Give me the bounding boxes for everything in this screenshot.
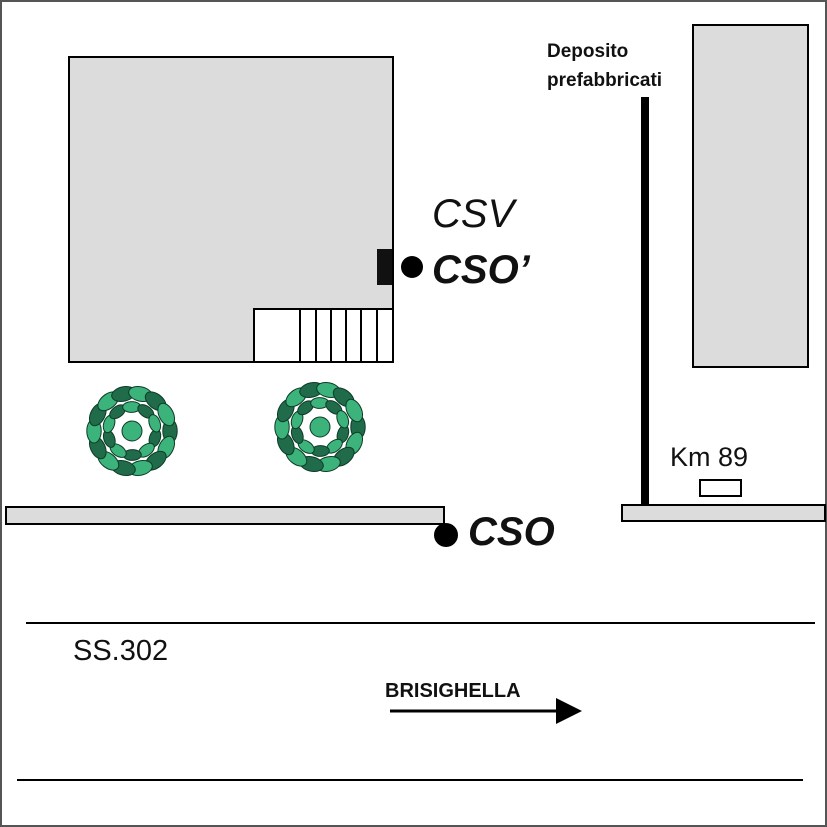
stairs bbox=[253, 308, 394, 363]
cso-prime-marker-icon bbox=[401, 256, 423, 278]
csv-label: CSV bbox=[432, 192, 518, 236]
tree-icon bbox=[274, 381, 366, 473]
direction-label: BRISIGHELLA bbox=[385, 680, 521, 702]
road-label: SS.302 bbox=[73, 635, 168, 667]
right-building bbox=[692, 24, 809, 368]
tree-icon bbox=[86, 385, 178, 477]
deposito-pole bbox=[641, 97, 649, 507]
deposito-label-line1: Deposito bbox=[547, 41, 628, 62]
km-marker-box bbox=[699, 479, 742, 497]
right-sidewalk bbox=[621, 504, 826, 522]
cso-marker-icon bbox=[434, 523, 458, 547]
deposito-label-line2: prefabbricati bbox=[547, 70, 662, 91]
cso-label: CSO bbox=[468, 510, 555, 554]
km-label: Km 89 bbox=[670, 442, 748, 472]
arrow-right-icon bbox=[390, 698, 582, 724]
trees bbox=[86, 381, 366, 477]
left-sidewalk bbox=[5, 506, 445, 525]
cso-prime-label: CSO’ bbox=[432, 248, 531, 292]
cso-prime-box bbox=[377, 249, 392, 285]
